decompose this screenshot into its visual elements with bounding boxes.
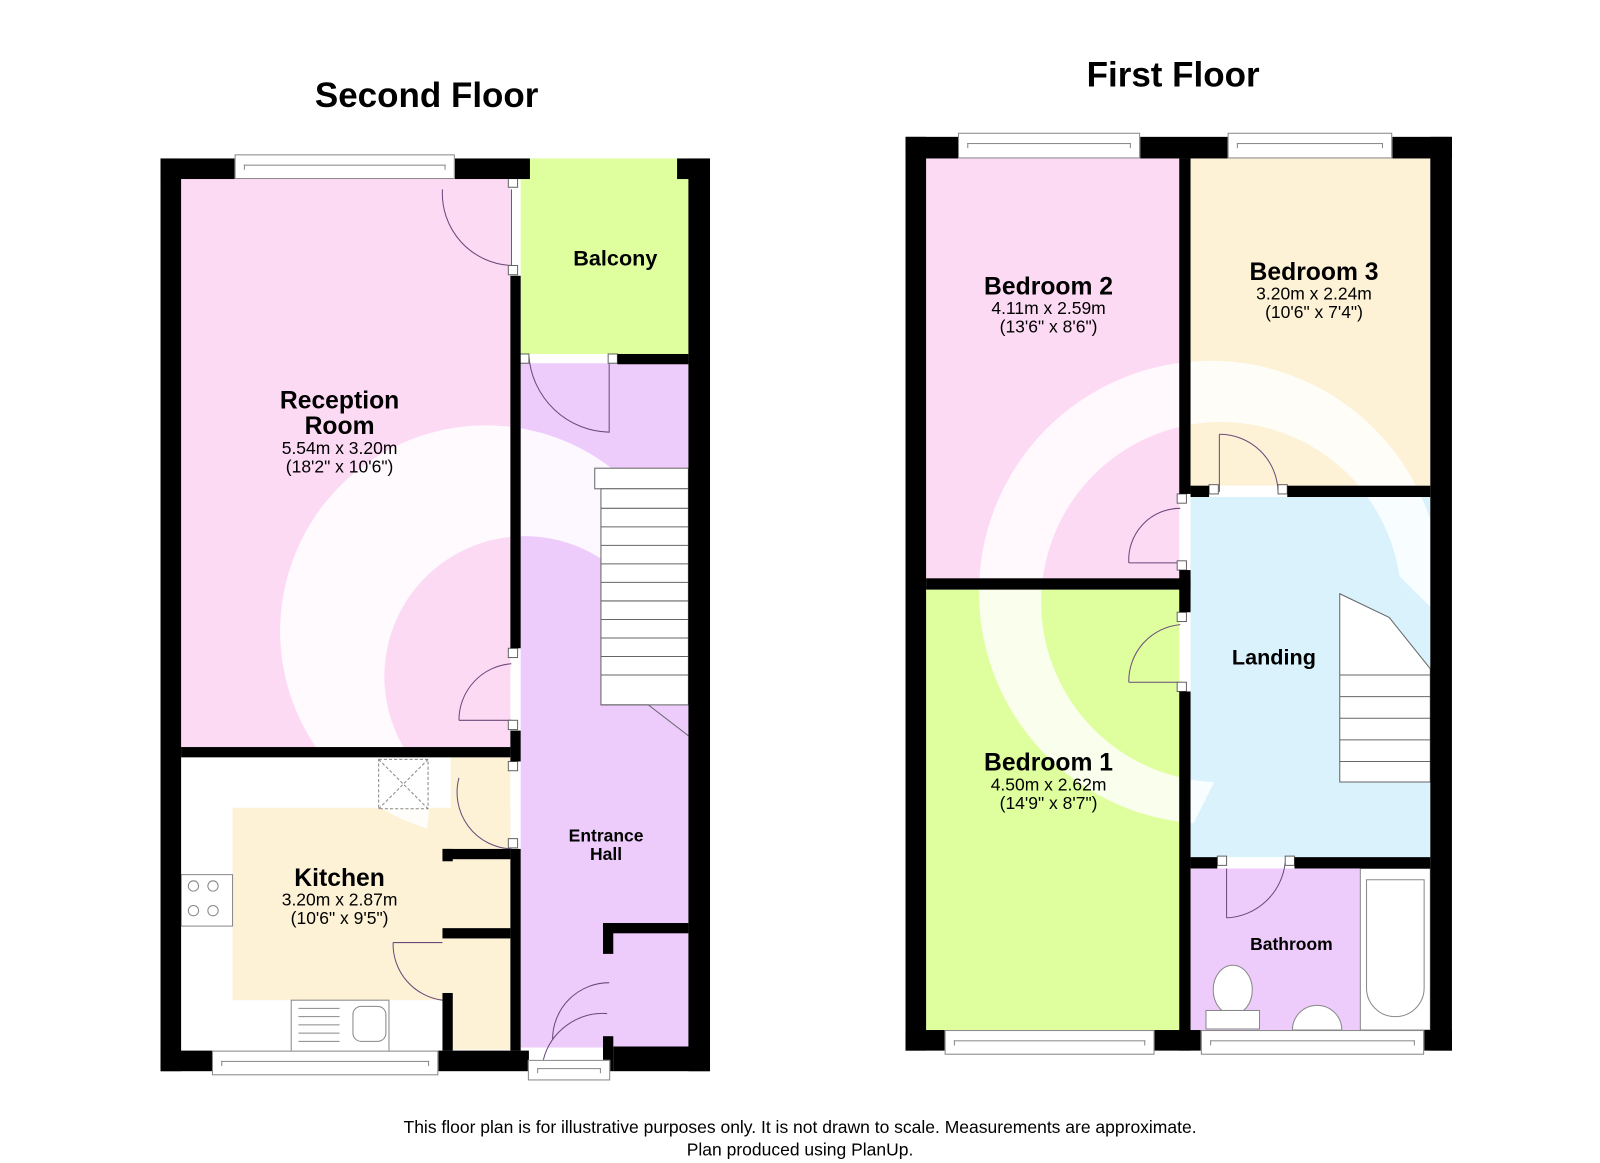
disclaimer-text: This floor plan is for illustrative purp…: [403, 1117, 1197, 1138]
landing-label: Landing: [1231, 646, 1316, 670]
second-floor-title: Second Floor: [314, 76, 539, 116]
bedroom-1-label: Bedroom 1 4.50m x 2.62m (14'9" x 8'7"): [984, 749, 1114, 813]
window: [944, 1030, 1155, 1055]
balcony: [520, 158, 689, 354]
kitchen-label: Kitchen 3.20m x 2.87m (10'6" x 9'5"): [281, 864, 398, 929]
balcony-label: Balcony: [573, 246, 658, 271]
bedroom-2-label: Bedroom 2 4.11m x 2.59m (13'6" x 8'6"): [984, 272, 1114, 337]
entrance-hall-label: Entrance Hall: [568, 826, 644, 865]
credit-text: Plan produced using PlanUp.: [686, 1140, 914, 1160]
front-door-step: [527, 1059, 611, 1081]
reception-room-label: Reception Room 5.54m x 3.20m (18'2" x 10…: [279, 386, 400, 477]
window: [211, 1050, 439, 1076]
bathroom-label: Bathroom: [1250, 934, 1333, 954]
bedroom-3-label: Bedroom 3 3.20m x 2.24m (10'6" x 7'4"): [1249, 258, 1379, 323]
window: [1227, 132, 1393, 159]
first-floor-title: First Floor: [1086, 55, 1260, 95]
window: [957, 132, 1141, 159]
window: [234, 154, 455, 180]
kitchen-corridor: [450, 757, 511, 1050]
window: [1200, 1030, 1425, 1055]
